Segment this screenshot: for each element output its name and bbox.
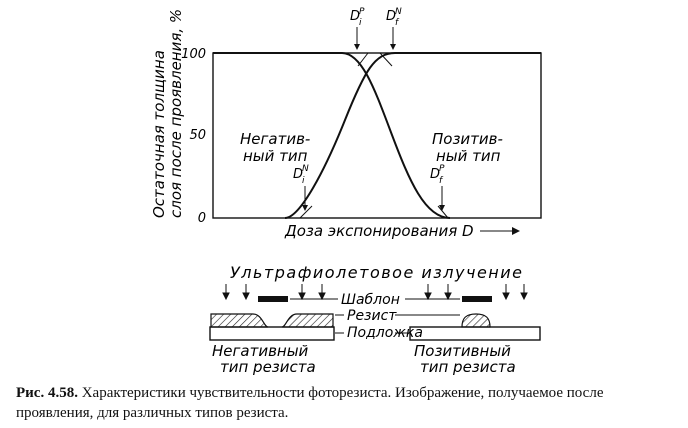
y-axis-label-line2: слоя после проявления, % (167, 9, 185, 218)
neg-type-label-line2: ный тип (243, 147, 308, 165)
marker-df-n: D f N (386, 7, 402, 50)
mask-bar-right (462, 296, 492, 302)
x-axis-label: Доза экспонирования D (284, 222, 474, 240)
negative-type-curve (284, 52, 541, 219)
caption-text: Характеристики чувствительности фоторези… (16, 385, 604, 421)
svg-text:P: P (359, 7, 365, 17)
substrate-label: Подложка (347, 325, 423, 341)
neg-type-label-line1: Негатив- (240, 130, 310, 148)
svg-text:N: N (302, 164, 309, 174)
y-tick-50: 50 (189, 128, 206, 143)
resist-left-b (281, 313, 334, 328)
svg-text:i: i (359, 18, 362, 28)
process-diagram: Ультрафиолетовое излучение Шаблон Резист (209, 263, 541, 376)
substrate-left (209, 326, 335, 341)
marker-di-p: D i P (350, 7, 365, 50)
svg-text:D: D (350, 9, 360, 24)
svg-text:P: P (439, 164, 445, 174)
mask-label: Шаблон (341, 292, 400, 308)
resist-left-a (210, 313, 269, 328)
arrow-right-icon (512, 227, 520, 235)
pos-type-label-line1: Позитив- (432, 130, 503, 148)
resist-right (461, 313, 491, 328)
plot-frame (212, 52, 542, 219)
figure-caption: Рис. 4.58. Характеристики чувствительнос… (16, 383, 676, 423)
y-axis-label-line1: Остаточная толщина (150, 50, 168, 218)
y-tick-0: 0 (198, 211, 206, 226)
pos-resist-type-line2: тип резиста (420, 358, 516, 376)
caption-number: Рис. 4.58. (16, 385, 78, 401)
mask-bar-left (258, 296, 288, 302)
uv-arrows (222, 284, 528, 301)
svg-text:i: i (302, 176, 305, 186)
positive-type-curve (213, 52, 451, 219)
pos-type-label-line2: ный тип (436, 147, 501, 165)
marker-df-p: D f P (430, 164, 445, 211)
svg-text:f: f (395, 18, 400, 28)
neg-resist-type-line2: тип резиста (220, 358, 316, 376)
svg-text:D: D (293, 167, 303, 182)
pos-resist-type-line1: Позитивный (414, 342, 511, 360)
svg-text:f: f (439, 176, 444, 186)
y-tick-100: 100 (181, 47, 206, 62)
svg-text:N: N (395, 7, 402, 17)
uv-label: Ультрафиолетовое излучение (230, 263, 523, 282)
substrate-right (409, 326, 541, 341)
svg-text:D: D (386, 9, 396, 24)
marker-di-n: D i N (293, 164, 309, 211)
resist-label: Резист (347, 308, 397, 324)
svg-text:D: D (430, 167, 440, 182)
sensitivity-chart: 100 50 0 Остаточная толщина слоя после п… (150, 7, 542, 240)
neg-resist-type-line1: Негативный (212, 342, 309, 360)
